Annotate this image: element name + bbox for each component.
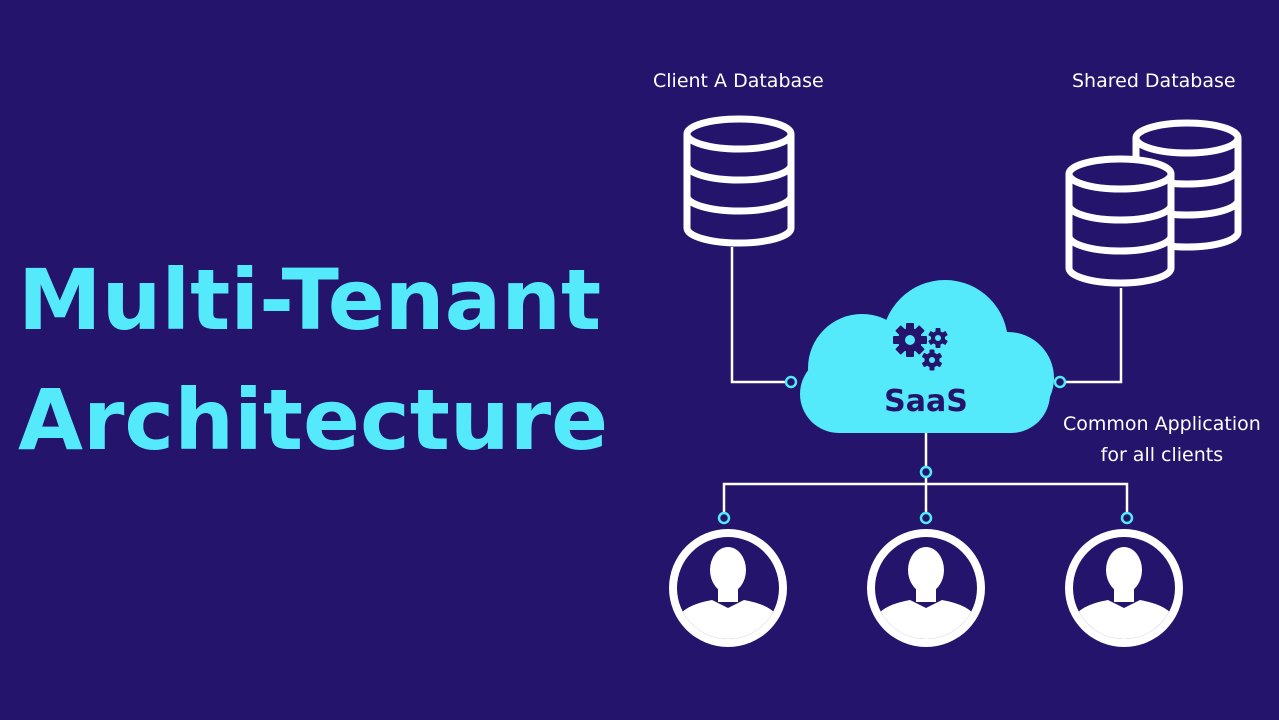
user-icon [867, 529, 985, 647]
client-a-db-connector-line [730, 247, 786, 384]
common-application-label-line-2: for all clients [1100, 444, 1224, 466]
user-icon [669, 529, 787, 647]
shared-database-front-icon [1065, 155, 1175, 287]
common-application-label-line-1: Common Application [1063, 413, 1261, 435]
database-icon [683, 115, 795, 247]
common-application-label: Common Application for all clients [1063, 409, 1261, 471]
connector-dots [717, 375, 1134, 525]
connector-dot [1053, 375, 1067, 389]
shared-db-connector-line [1065, 288, 1123, 384]
shared-database-icon [1065, 119, 1242, 287]
title-line-2: Architecture [18, 371, 609, 469]
large-gear-icon [893, 323, 927, 357]
shared-database-label: Shared Database [1072, 70, 1236, 92]
connector-dot [919, 465, 933, 479]
gears-icon [893, 323, 948, 371]
small-gear-icon [922, 349, 942, 371]
user-icon [1065, 529, 1183, 647]
title-line-1: Multi-Tenant [18, 251, 602, 349]
small-gear-icon [928, 328, 948, 348]
connector-dot [784, 375, 798, 389]
client-a-database-label: Client A Database [653, 70, 824, 92]
connector-dot [919, 511, 933, 525]
connector-lines [722, 247, 1129, 512]
saas-label: SaaS [884, 384, 968, 419]
page-title: Multi-Tenant Architecture [18, 240, 608, 480]
connector-dot [1120, 511, 1134, 525]
connector-dot [717, 511, 731, 525]
